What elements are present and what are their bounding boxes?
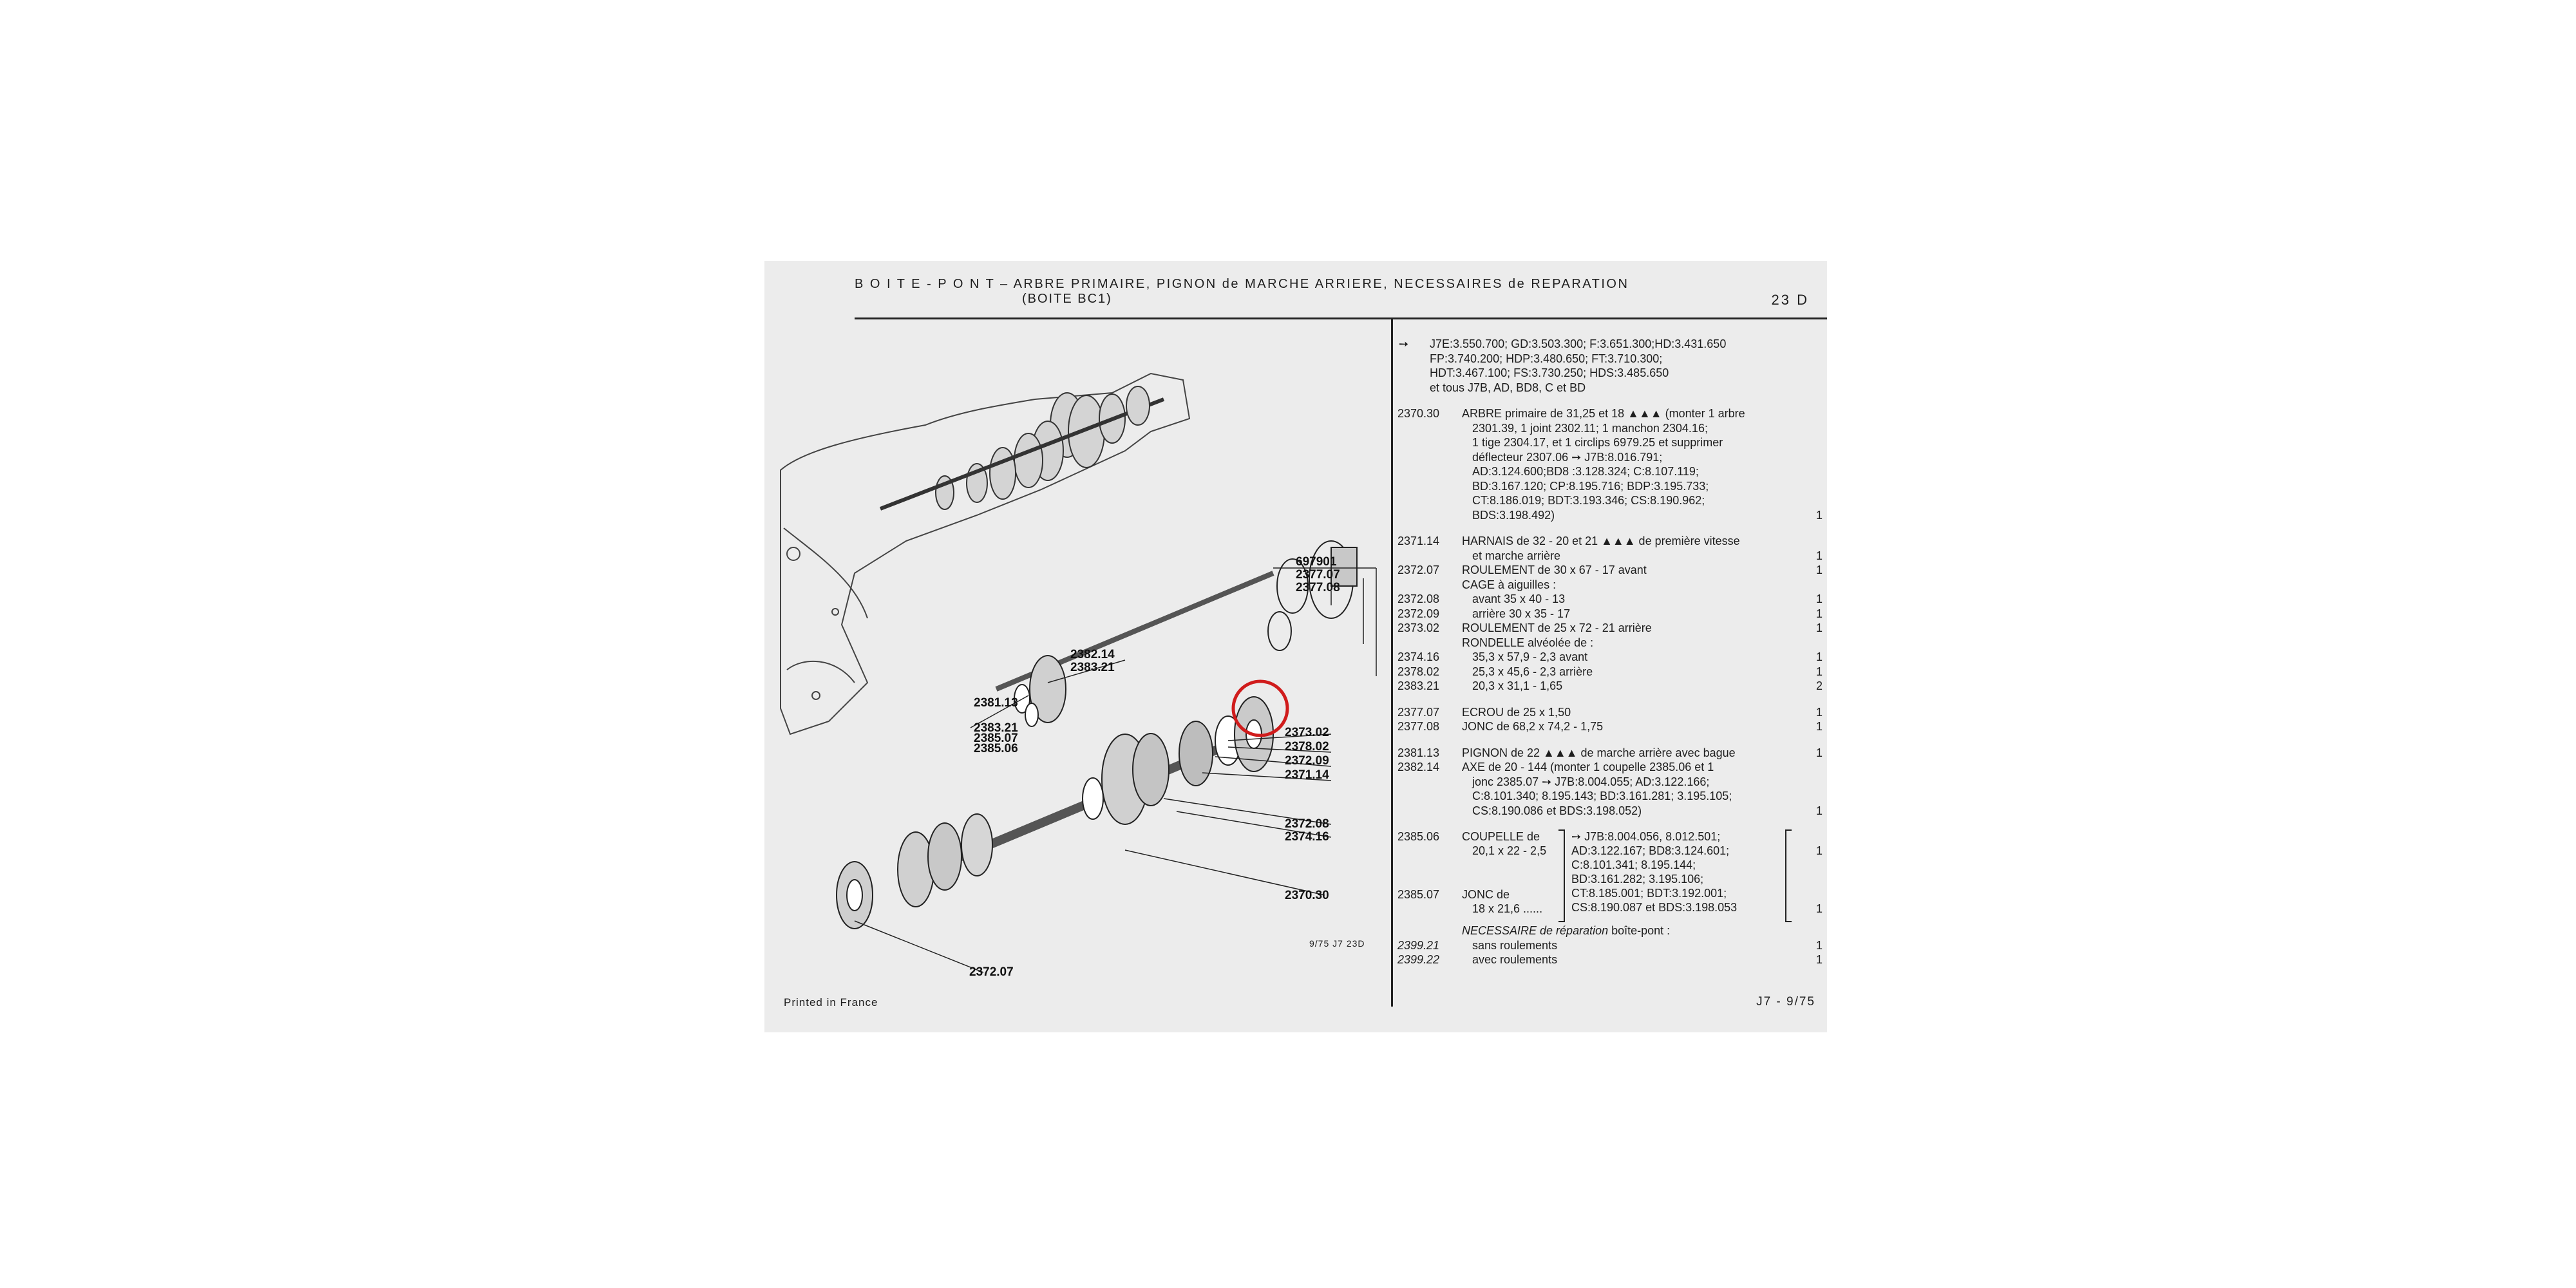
- page-footer-code: J7 - 9/75: [1756, 995, 1815, 1009]
- callout-2370-30: 2370.30: [1285, 889, 1329, 902]
- callout-2372-07: 2372.07: [969, 965, 1014, 979]
- page-code: 23 D: [1771, 292, 1809, 308]
- applicability-note: ➙ J7E:3.550.700; GD:3.503.300; F:3.651.3…: [1399, 337, 1727, 394]
- callout-2372-09: 2372.09: [1285, 754, 1329, 768]
- callout-2381-13: 2381.13: [974, 696, 1018, 710]
- gearbox-housing-outline: [780, 372, 1191, 735]
- callout-697901: 697901: [1296, 555, 1337, 569]
- callout-2374-16: 2374.16: [1285, 830, 1329, 844]
- callout-2383-21-b: 2383.21: [974, 721, 1018, 735]
- printed-in-france: Printed in France: [784, 996, 878, 1009]
- callout-2372-08: 2372.08: [1285, 817, 1329, 831]
- callout-2382-14: 2382.14: [1070, 648, 1115, 661]
- drawing-reference: 9/75 J7 23D: [1309, 938, 1365, 949]
- callout-2373-02: 2373.02: [1285, 726, 1329, 739]
- repair-kit-heading: NECESSAIRE de réparation boîte-pont :: [1462, 924, 1671, 937]
- callout-2385-07: 2385.07: [974, 732, 1018, 745]
- highlight-circle: [1231, 679, 1289, 737]
- callout-2371-14: 2371.14: [1285, 768, 1329, 782]
- callout-2378-02: 2378.02: [1285, 740, 1329, 753]
- callout-labels: 697901 2377.07 2377.08 2382.14 2383.21 2…: [969, 555, 1340, 979]
- exploded-gearbox-diagram: 697901 2377.07 2377.08 2382.14 2383.21 2…: [780, 372, 1377, 979]
- page-subtitle: (BOITE BC1): [1022, 292, 1112, 306]
- page-title: B O I T E - P O N T – ARBRE PRIMAIRE, PI…: [855, 277, 1629, 291]
- callout-2377-08: 2377.08: [1296, 581, 1340, 594]
- column-divider: [1391, 317, 1393, 1007]
- leader-lines: [854, 567, 1377, 973]
- arrow-icon: ➙: [1399, 337, 1409, 350]
- primary-shaft-exploded: [836, 679, 1289, 929]
- part-group-heading: RONDELLE alvéolée de :: [1462, 636, 1594, 649]
- callout-2383-21: 2383.21: [1070, 661, 1115, 674]
- catalog-page: B O I T E - P O N T – ARBRE PRIMAIRE, PI…: [764, 261, 1827, 1032]
- header-rule: [855, 317, 1827, 319]
- parts-list: ➙ J7E:3.550.700; GD:3.503.300; F:3.651.3…: [1397, 337, 1823, 967]
- reverse-pinion-assembly: [995, 540, 1358, 727]
- callout-2385-06: 2385.06: [974, 742, 1018, 755]
- part-group-heading: CAGE à aiguilles :: [1462, 578, 1557, 591]
- upper-gear-assembly: [879, 386, 1165, 511]
- bracketed-parts: 2385.06 COUPELLE de 20,1 x 22 - 2,5 2385…: [1397, 829, 1823, 923]
- callout-2377-07: 2377.07: [1296, 568, 1340, 582]
